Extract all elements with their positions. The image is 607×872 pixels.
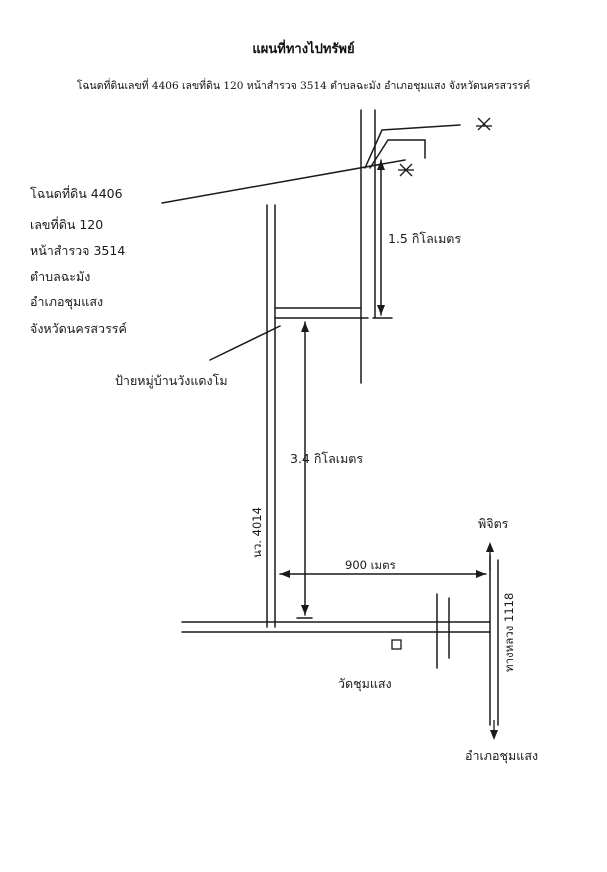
to-chumsaeng-label: อำเภอชุมแสง <box>465 748 538 764</box>
arrowhead-top-bottom <box>377 305 385 315</box>
property-note-line: หน้าสำรวจ 3514 <box>30 243 125 258</box>
distance-horizontal-label: 900 เมตร <box>345 558 396 572</box>
page-title: แผนที่ทางไปทรัพย์ <box>252 42 355 57</box>
to-phichit-label: พิจิตร <box>478 516 509 531</box>
arrowhead-middle-bottom <box>301 605 309 615</box>
north-marker-icon <box>476 117 492 131</box>
arrowhead-top <box>377 160 385 170</box>
road-right-label: ทางหลวง 1118 <box>502 593 516 672</box>
property-note-line: เลขที่ดิน 120 <box>30 216 103 232</box>
property-leader-line <box>161 159 406 204</box>
upper-road-fork <box>364 124 461 169</box>
arrowhead-chumsaeng <box>490 730 498 740</box>
property-marker-icon <box>398 163 414 177</box>
property-note-line: อำเภอชุมแสง <box>30 294 103 310</box>
village-entrance-label: ป้ายหมู่บ้านวังแดงโม <box>115 373 228 389</box>
arrowhead-phichit <box>486 542 494 552</box>
distance-middle-label: 3.4 กิโลเมตร <box>290 451 363 466</box>
arrowhead-right <box>476 570 486 578</box>
temple-label: วัดชุมแสง <box>338 676 392 692</box>
property-note: โฉนดที่ดิน 4406 เลขที่ดิน 120 หน้าสำรวจ … <box>30 185 127 336</box>
distance-top-label: 1.5 กิโลเมตร <box>388 231 461 246</box>
property-note-line: โฉนดที่ดิน 4406 <box>30 185 123 201</box>
page-subtitle: โฉนดที่ดินเลขที่ 4406 เลขที่ดิน 120 หน้า… <box>76 80 531 92</box>
temple-marker-icon <box>391 639 402 650</box>
property-note-line: ตำบลฉะมัง <box>30 269 90 284</box>
arrowhead-left <box>280 570 290 578</box>
road-left-label: นว. 4014 <box>250 507 264 558</box>
village-leader-line <box>209 325 281 361</box>
property-note-line: จังหวัดนครสวรรค์ <box>30 321 127 336</box>
arrowhead-middle-top <box>301 322 309 332</box>
